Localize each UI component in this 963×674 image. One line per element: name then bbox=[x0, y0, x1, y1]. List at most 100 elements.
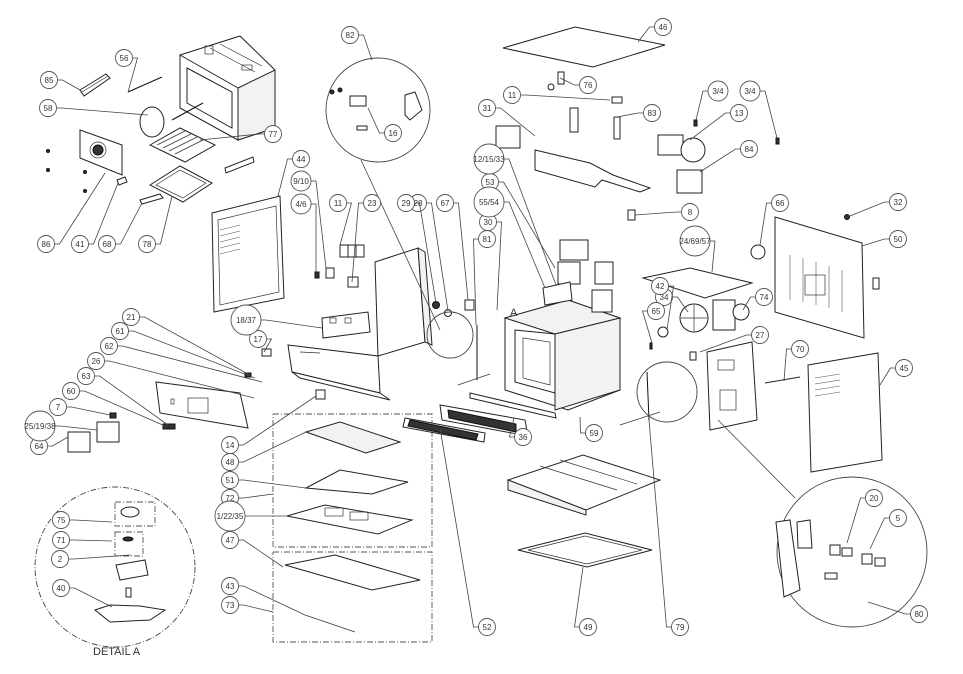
callout-56: 56 bbox=[115, 49, 139, 93]
callout-balloon bbox=[740, 140, 758, 158]
leader-line bbox=[54, 172, 106, 245]
callout-45: 45 bbox=[879, 359, 913, 386]
callout-balloon bbox=[473, 143, 505, 175]
leader-line bbox=[238, 493, 274, 499]
leader-line bbox=[88, 182, 119, 245]
callout-balloon bbox=[651, 277, 669, 295]
leader-line bbox=[869, 517, 890, 550]
sensor-4-6 bbox=[314, 271, 320, 279]
door-frame-73 bbox=[272, 551, 433, 643]
leader-line bbox=[508, 417, 515, 438]
callout-balloon bbox=[221, 471, 239, 489]
leader-line bbox=[574, 566, 584, 628]
callout-60: 60 bbox=[62, 382, 166, 427]
callout-label: 53 bbox=[486, 178, 495, 187]
callout-label: 72 bbox=[226, 494, 235, 503]
callout-balloon bbox=[679, 225, 711, 257]
callout-label: 58 bbox=[44, 104, 53, 113]
callout-balloon bbox=[436, 194, 454, 212]
callout-68: 68 bbox=[98, 202, 143, 253]
leader-line bbox=[263, 338, 273, 353]
leader-line bbox=[426, 202, 449, 312]
callout-balloon bbox=[221, 577, 239, 595]
callout-label: 78 bbox=[143, 240, 152, 249]
callout-balloon bbox=[52, 531, 70, 549]
detail-view-82 bbox=[325, 57, 441, 331]
callout-balloon bbox=[889, 230, 907, 248]
callout-32: 32 bbox=[849, 193, 907, 217]
callout-label: 16 bbox=[389, 129, 398, 138]
leader-line bbox=[55, 425, 98, 431]
leader-line bbox=[238, 539, 284, 568]
leader-line bbox=[616, 112, 644, 118]
rack-77 bbox=[148, 127, 217, 163]
callout-balloon bbox=[62, 382, 80, 400]
display-module-25-19-38 bbox=[96, 421, 120, 443]
callout-balloon bbox=[473, 186, 505, 218]
callout-59: 59 bbox=[579, 416, 603, 442]
callout-balloon bbox=[478, 230, 496, 248]
callout-balloon bbox=[71, 235, 89, 253]
callout-balloon bbox=[52, 511, 70, 529]
leader-line bbox=[867, 601, 911, 615]
leader-line bbox=[504, 158, 557, 286]
leader-line bbox=[496, 221, 502, 311]
callout-14: 14 bbox=[221, 395, 317, 454]
display-window-64 bbox=[67, 431, 91, 453]
callout-balloon bbox=[478, 99, 496, 117]
bracket-36 bbox=[469, 392, 557, 419]
callout-label: 85 bbox=[45, 76, 54, 85]
oven-cavity: A bbox=[503, 299, 622, 411]
callout-balloon bbox=[654, 18, 672, 36]
callout-80: 80 bbox=[867, 601, 928, 623]
hinge-79 bbox=[619, 371, 661, 426]
callout-16: 16 bbox=[367, 107, 402, 142]
callout-balloon bbox=[791, 340, 809, 358]
leader-line bbox=[68, 554, 132, 560]
callout-label: 27 bbox=[756, 331, 765, 340]
detail-a-label: A bbox=[510, 307, 518, 319]
gasket-49 bbox=[517, 532, 653, 568]
callout-label: 81 bbox=[483, 235, 492, 244]
mount-bracket bbox=[534, 149, 652, 193]
callout-12-15-33: 12/15/33 bbox=[473, 143, 557, 286]
callout-1-22-35: 1/22/35 bbox=[214, 500, 287, 532]
callout-label: 56 bbox=[120, 54, 129, 63]
callout-balloon bbox=[647, 302, 665, 320]
callout-76: 76 bbox=[559, 76, 597, 94]
front-control-panel-26 bbox=[155, 381, 249, 429]
leader-line bbox=[367, 107, 385, 134]
callout-label: 32 bbox=[894, 198, 903, 207]
component-23 bbox=[347, 276, 359, 288]
callout-label: 59 bbox=[590, 429, 599, 438]
callout-label: 64 bbox=[35, 442, 44, 451]
callout-label: 4/6 bbox=[295, 200, 307, 209]
callout-label: 70 bbox=[796, 345, 805, 354]
callout-63: 63 bbox=[77, 367, 169, 426]
callout-62: 62 bbox=[100, 337, 263, 383]
leader-line bbox=[69, 539, 113, 542]
leader-line bbox=[710, 240, 716, 273]
callout-73: 73 bbox=[221, 596, 274, 614]
callout-85: 85 bbox=[40, 71, 81, 91]
callout-71: 71 bbox=[52, 531, 113, 549]
callout-label: 71 bbox=[57, 536, 66, 545]
callout-balloon bbox=[77, 367, 95, 385]
leader-line bbox=[689, 112, 731, 141]
callout-label: 84 bbox=[745, 145, 754, 154]
callout-balloon bbox=[290, 193, 312, 215]
leader-line bbox=[311, 203, 317, 272]
callout-balloon bbox=[585, 424, 603, 442]
callout-42: 42 bbox=[651, 277, 674, 331]
leader-line bbox=[783, 348, 792, 382]
callout-83: 83 bbox=[616, 104, 661, 122]
callout-30: 30 bbox=[479, 213, 502, 311]
leader-line bbox=[238, 431, 307, 463]
callout-balloon bbox=[503, 86, 521, 104]
vent-cover bbox=[439, 404, 529, 437]
callout-balloon bbox=[671, 618, 689, 636]
clip-right bbox=[872, 277, 880, 290]
housing-panel bbox=[374, 247, 433, 357]
callout-label: 50 bbox=[894, 235, 903, 244]
